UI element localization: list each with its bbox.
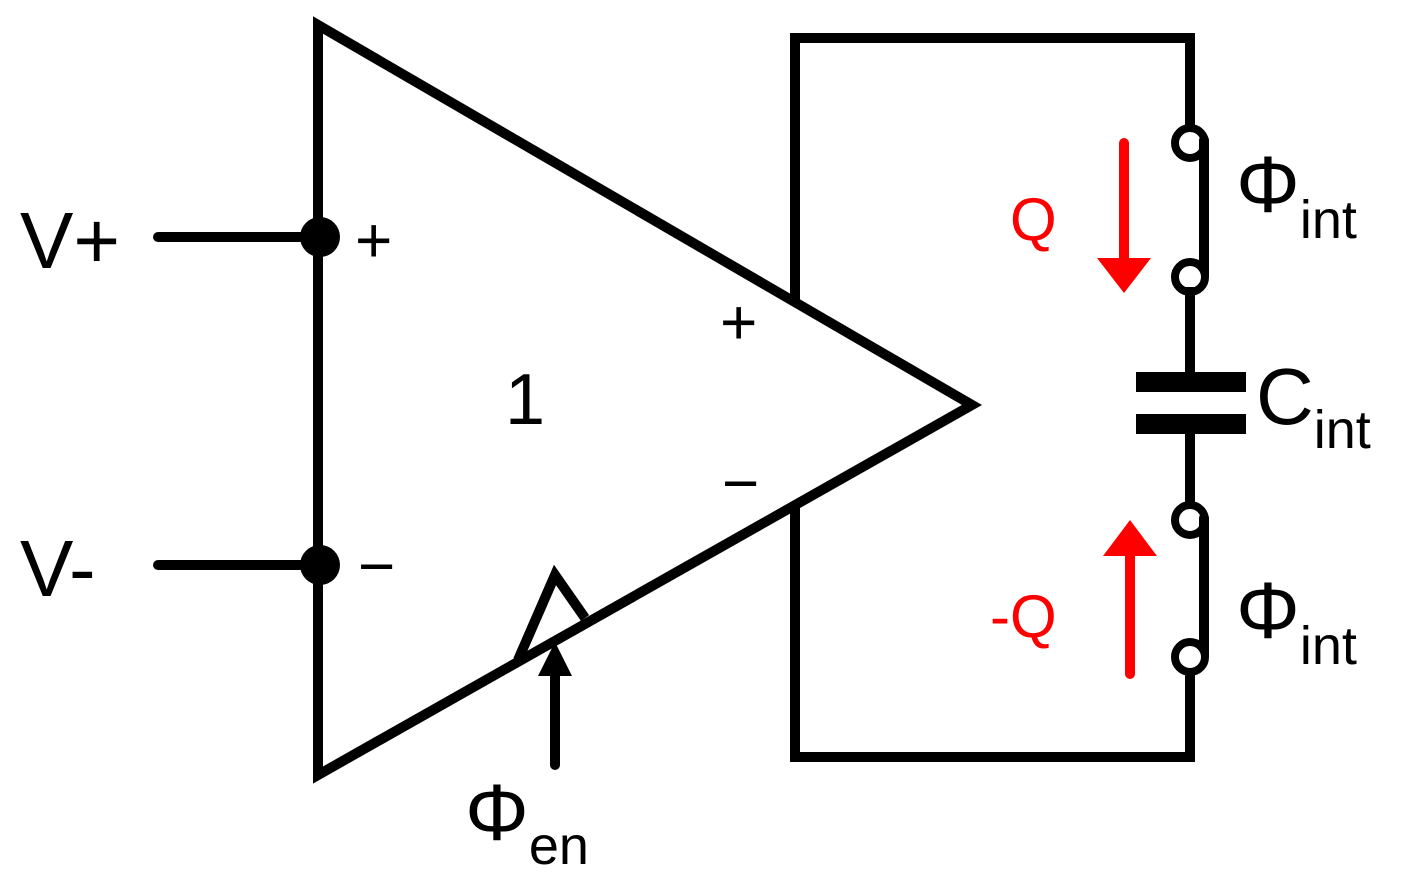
enable-arrow-head xyxy=(538,642,572,676)
charge-neg-q-label: -Q xyxy=(990,583,1057,650)
output-loop-wire-bottom xyxy=(790,503,1195,762)
v-minus-junction-dot xyxy=(300,545,340,585)
charge-arrow-up-head xyxy=(1103,520,1157,556)
output-loop-wire xyxy=(790,33,1195,300)
input-minus-sign: − xyxy=(358,530,395,602)
bottom-switch-label: Φint xyxy=(1236,566,1357,676)
v-plus-junction-dot xyxy=(300,217,340,257)
capacitor-bottom-plate xyxy=(1136,414,1246,434)
capacitor-top-plate xyxy=(1136,372,1246,392)
input-plus-sign: + xyxy=(355,204,392,276)
charge-q-label: Q xyxy=(1010,186,1057,253)
v-plus-label: V+ xyxy=(20,196,120,285)
output-minus-sign: − xyxy=(722,447,759,519)
bottom-switch-lower-contact xyxy=(1171,638,1209,676)
capacitor-label: Cint xyxy=(1256,352,1371,460)
amplifier-triangle xyxy=(313,16,983,784)
charge-arrow-down-head xyxy=(1097,258,1151,293)
enable-marker-triangle xyxy=(513,564,590,662)
top-switch-label: Φint xyxy=(1236,140,1357,250)
output-plus-sign: + xyxy=(720,286,757,358)
v-minus-label: V- xyxy=(20,524,96,613)
enable-label: Φen xyxy=(465,768,589,876)
gain-label: 1 xyxy=(505,360,545,440)
